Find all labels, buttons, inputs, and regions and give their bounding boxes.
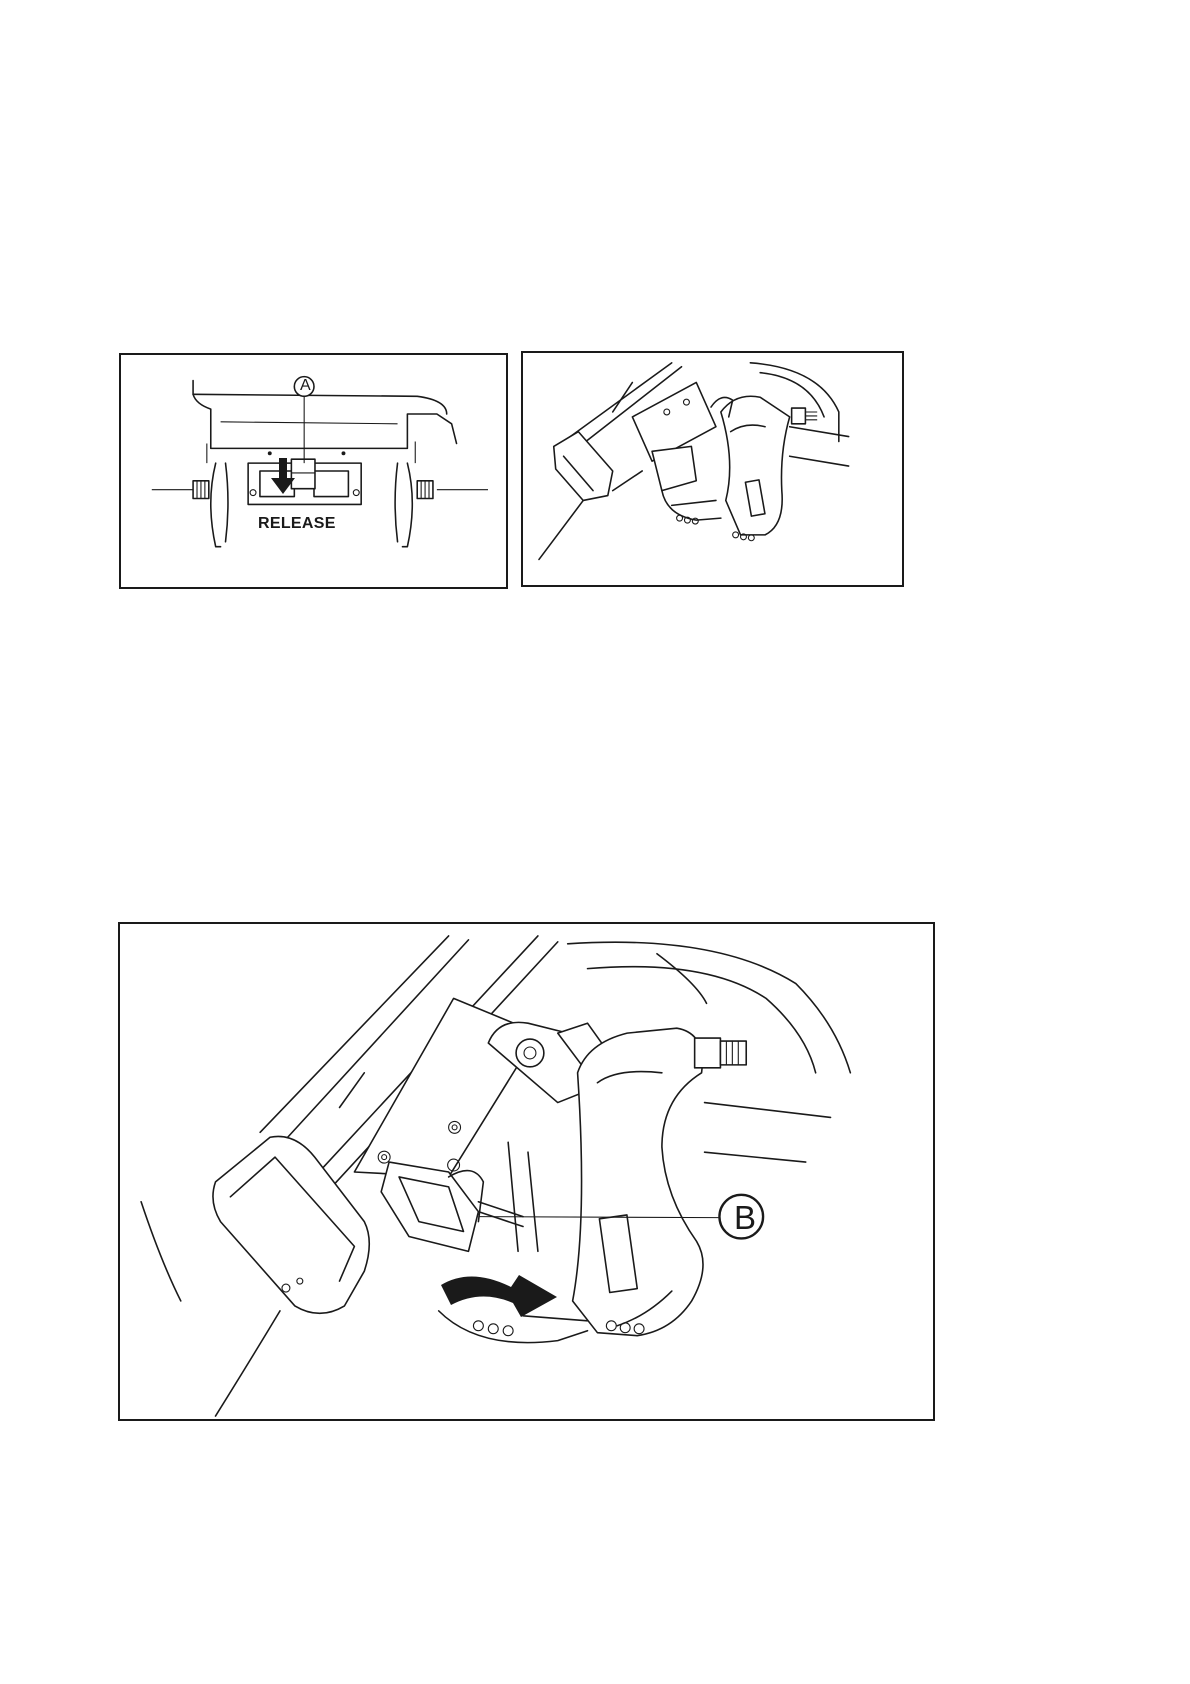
curved-arrow-icon [441,1257,557,1317]
release-lever-illustration [121,355,506,587]
callout-b-label: B [734,1199,756,1237]
callout-a-label: A [300,377,311,395]
mechanism-overview-illustration [523,353,902,585]
release-label: RELEASE [258,515,336,533]
mechanism-detail-illustration [120,924,933,1419]
figure-mechanism-overview [521,351,904,587]
figure-mechanism-detail: B [118,922,935,1421]
down-arrow-icon [271,458,295,494]
figure-release-lever: A RELEASE [119,353,508,589]
